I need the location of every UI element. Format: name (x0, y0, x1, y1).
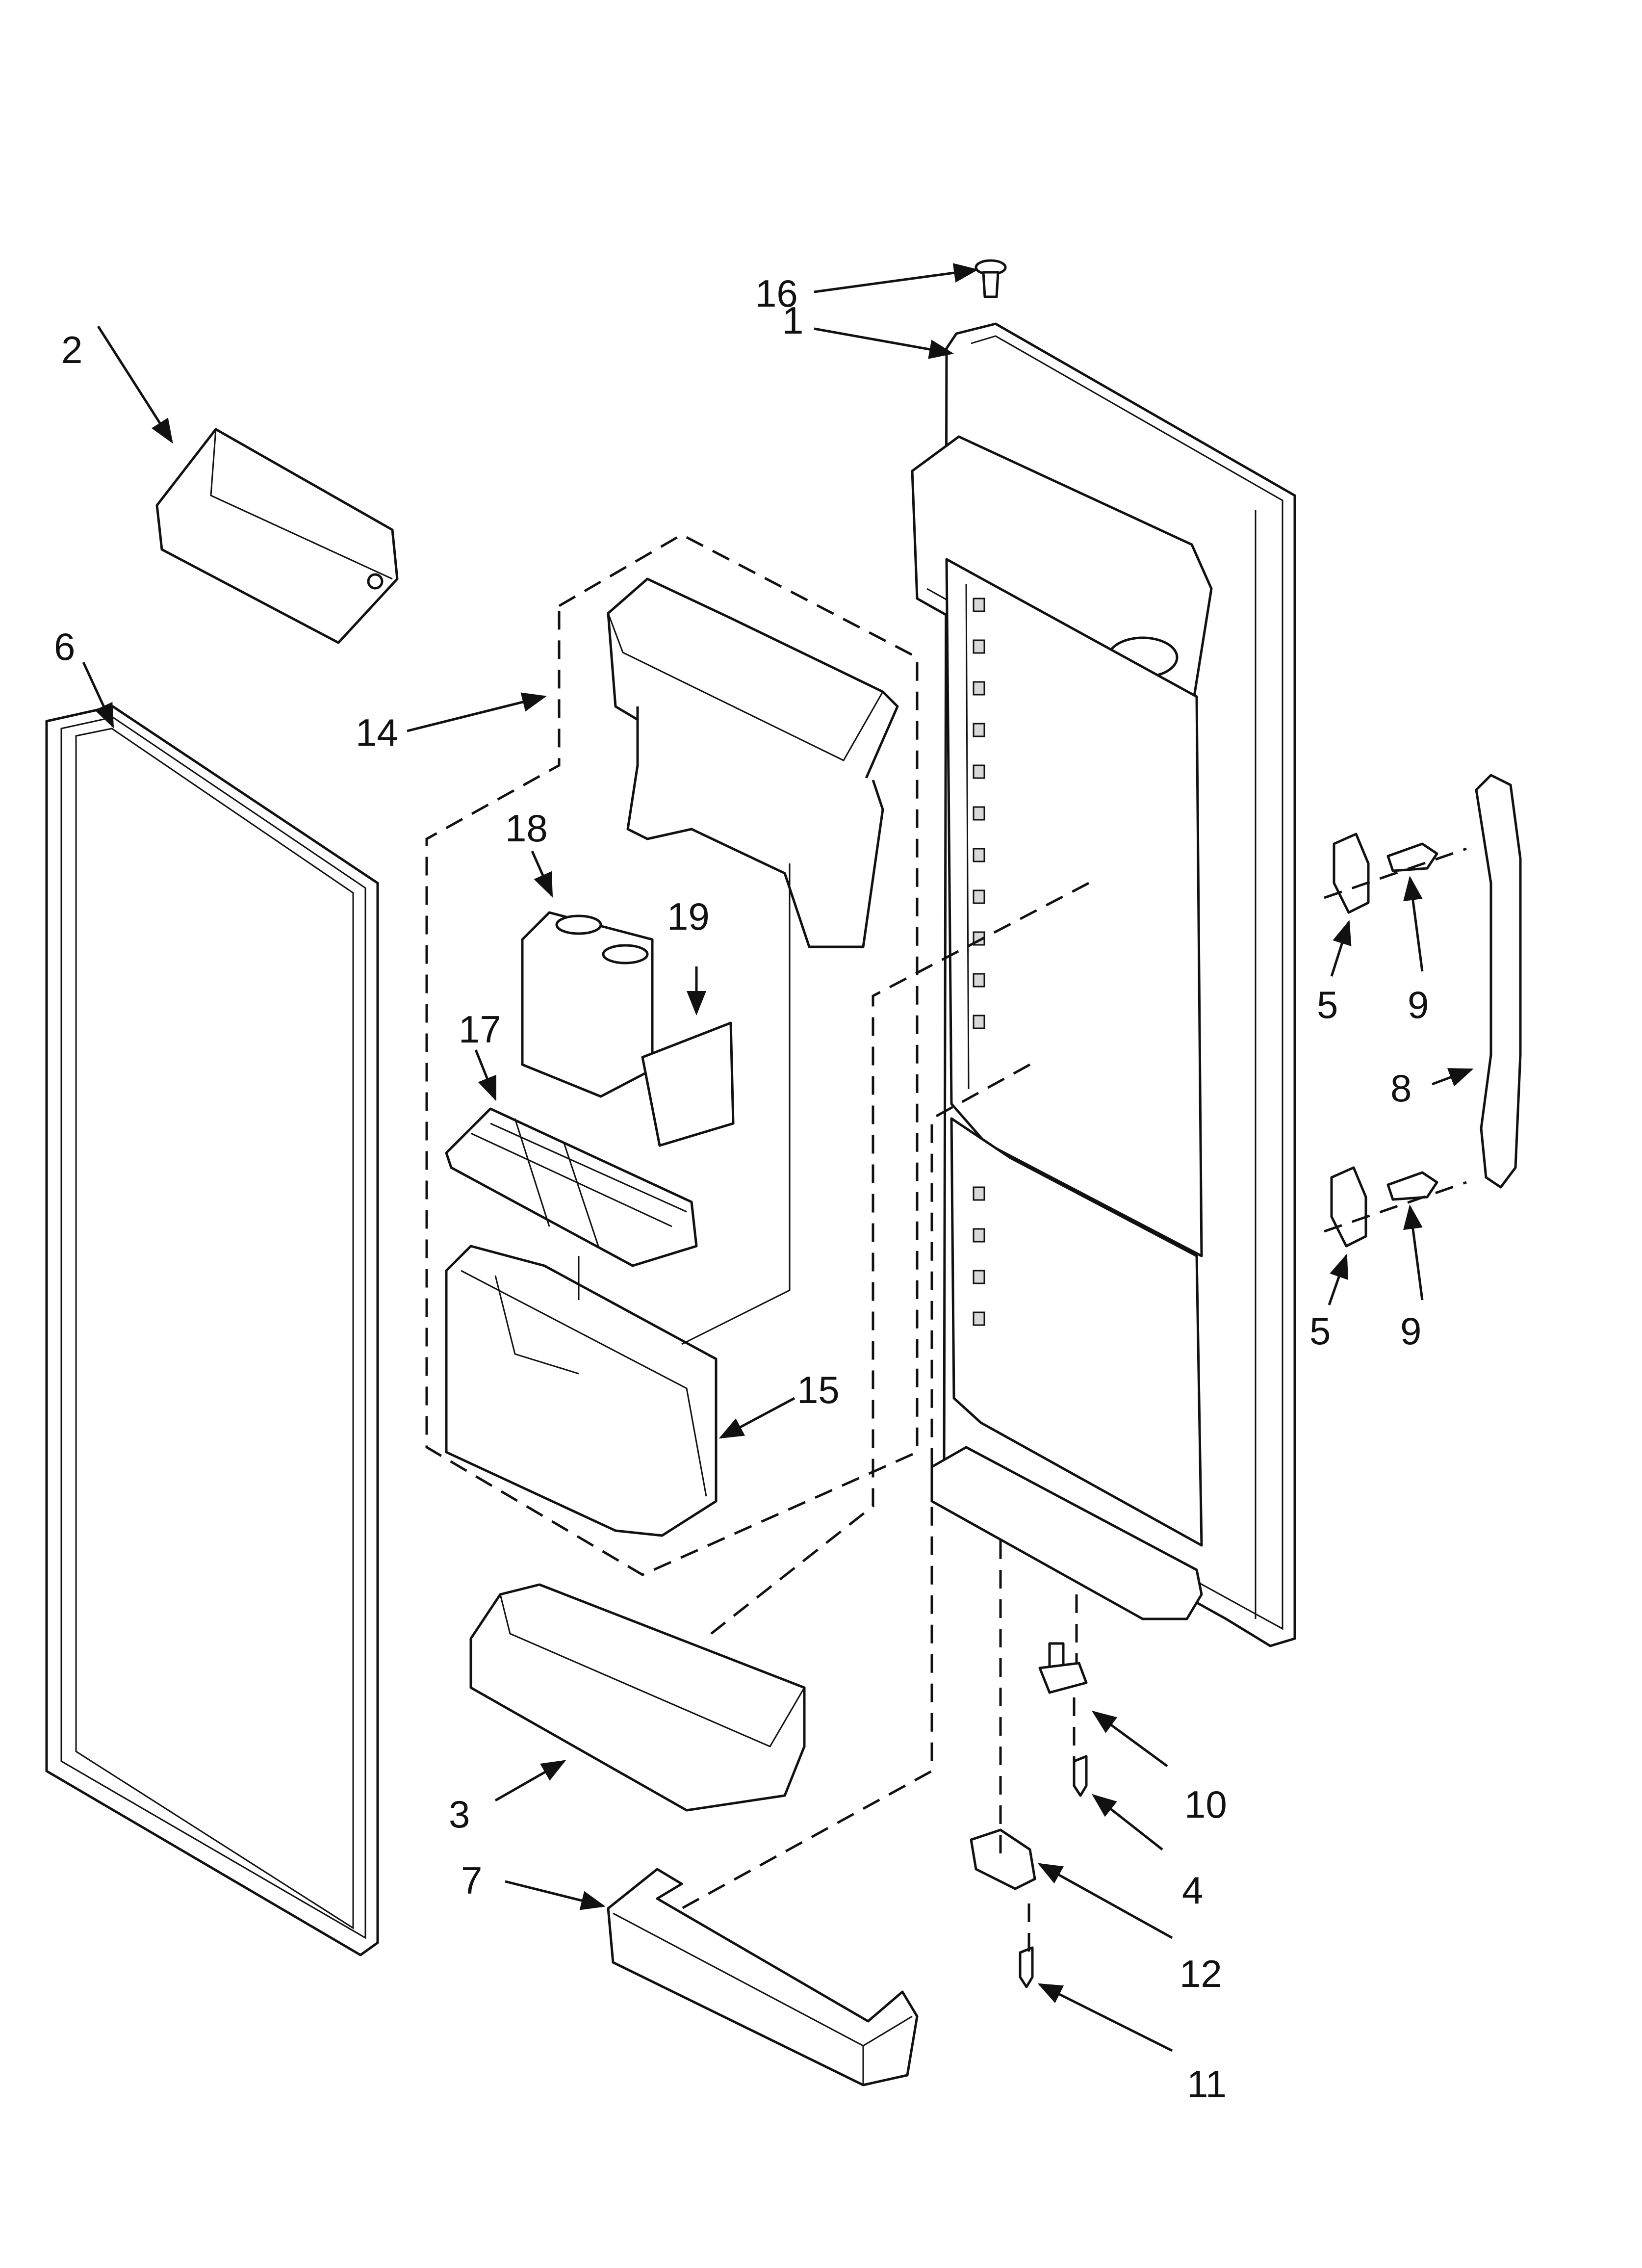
filter-panel-part-19 (641, 1021, 735, 1147)
callout-6: 6 (54, 625, 75, 668)
callout-5-lower: 5 (1309, 1309, 1331, 1353)
bin-bar-part-7 (607, 1868, 919, 2086)
callout-19: 19 (667, 895, 710, 938)
callout-14: 14 (356, 711, 398, 754)
callout-18: 18 (505, 807, 548, 850)
callout-9-upper: 9 (1408, 983, 1429, 1026)
callout-4: 4 (1182, 1869, 1203, 1912)
hinge-screw-part-11 (1019, 1946, 1034, 1988)
callout-11: 11 (1187, 2062, 1227, 2106)
handle-screw-part-9-lower (1386, 1171, 1438, 1201)
door-plug-part-16 (975, 259, 1007, 298)
callout-8: 8 (1390, 1067, 1411, 1110)
lower-hinge-part-12 (970, 1828, 1036, 1890)
callout-labels: 16 1 2 6 14 18 19 17 15 3 7 5 9 8 5 9 10… (54, 272, 1429, 2106)
callout-17: 17 (459, 1008, 501, 1051)
door-liner-part-1 (911, 322, 1296, 1647)
callout-9-lower: 9 (1400, 1309, 1421, 1353)
dispenser-cover-part-2 (155, 428, 399, 644)
handle-bracket-part-5-lower (1330, 1166, 1367, 1248)
callout-3: 3 (449, 1793, 470, 1836)
shelf-peg-row (973, 598, 985, 1326)
callout-15: 15 (797, 1368, 840, 1411)
grid-tray-part-17 (445, 1107, 698, 1267)
ice-bin-assembly-part-14 (425, 533, 919, 1576)
hinge-pin-part-10 (1038, 1642, 1088, 1694)
door-bin-part-3 (469, 1583, 806, 1812)
door-gasket-part-6 (45, 705, 379, 1956)
door-handle-part-8 (1475, 774, 1522, 1189)
callout-5-upper: 5 (1317, 983, 1338, 1026)
handle-bracket-part-5-upper (1333, 833, 1370, 914)
assembly-lines (681, 847, 1467, 1957)
hinge-screw-part-4 (1073, 1755, 1088, 1797)
callout-2: 2 (61, 328, 82, 371)
callout-7: 7 (461, 1859, 482, 1902)
callout-10: 10 (1184, 1783, 1227, 1826)
callout-16: 16 (755, 272, 798, 315)
leader-lines (82, 263, 1474, 2052)
callout-12: 12 (1180, 1952, 1222, 1995)
ice-bucket-part-15 (445, 1245, 718, 1537)
callout-1: 1 (782, 299, 803, 342)
ice-container-part-18 (521, 911, 654, 1098)
